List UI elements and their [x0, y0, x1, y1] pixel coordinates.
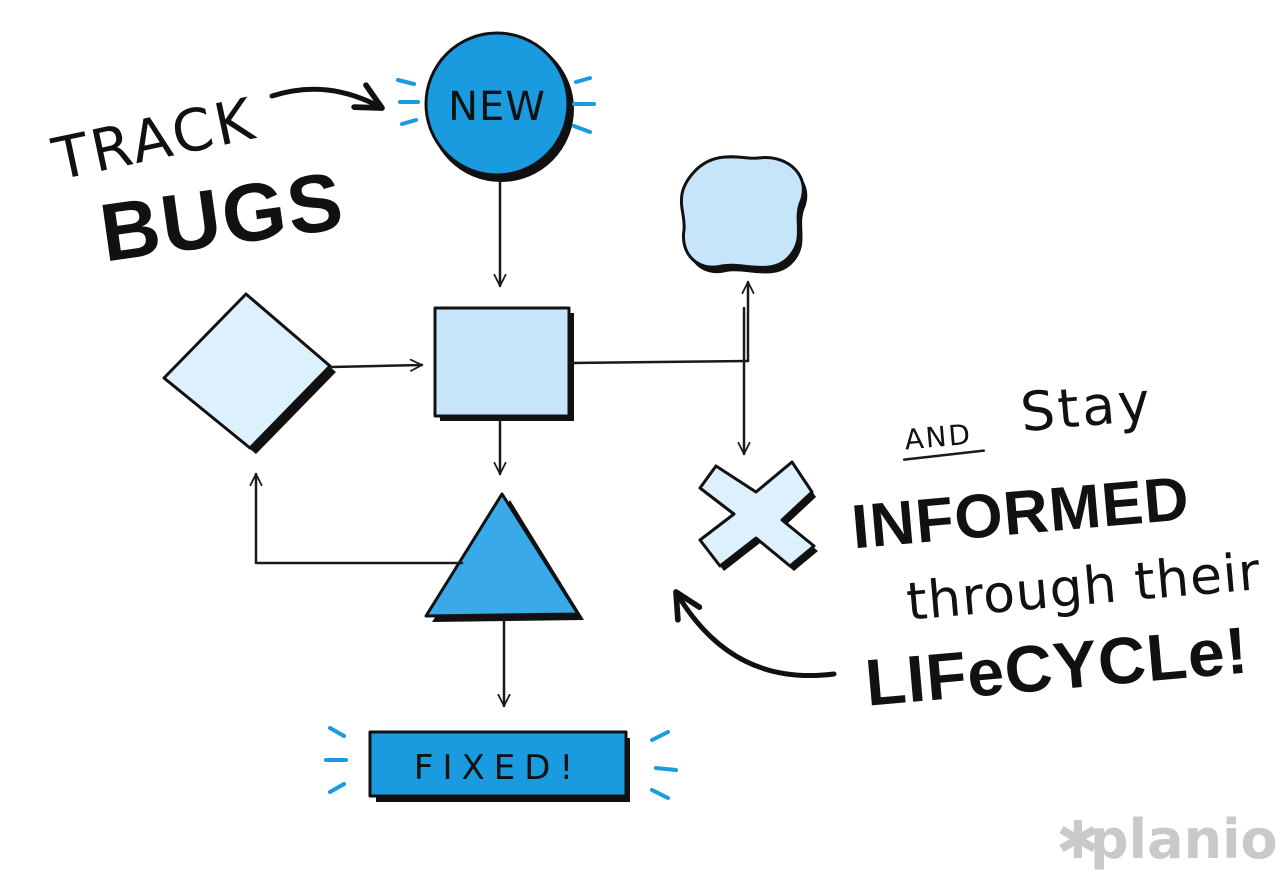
caption-group: AND Stay INFORMED through their LIFeCYCL… [849, 370, 1263, 720]
square-to-junction-line [568, 359, 750, 365]
diamond-node [162, 292, 336, 454]
square-node [433, 306, 574, 421]
fixed-state-node: FIXED! [368, 730, 630, 802]
and-underline [902, 449, 985, 461]
new-label: NEW [448, 84, 546, 130]
cloud-node [679, 155, 808, 274]
fixed-label: FIXED! [414, 748, 582, 788]
triangle-node [424, 492, 584, 622]
caption-to-x-arrow [673, 589, 837, 679]
and-text: AND [903, 418, 973, 457]
asterisk-icon: ✱ [1056, 811, 1100, 871]
fixed-emphasis-rays [324, 726, 678, 800]
diamond-to-square-arrow [330, 358, 424, 372]
x-node [698, 460, 818, 571]
track-to-new-arrow [269, 82, 385, 111]
new-state-node: NEW [424, 31, 574, 182]
informed-text: INFORMED [849, 464, 1192, 562]
planio-logo: ✱ planio [1056, 808, 1278, 871]
logo-text: planio [1090, 808, 1278, 871]
new-emphasis-rays [396, 76, 596, 134]
triangle-to-diamond-arrow [249, 472, 464, 565]
stay-text: Stay [1018, 370, 1155, 444]
